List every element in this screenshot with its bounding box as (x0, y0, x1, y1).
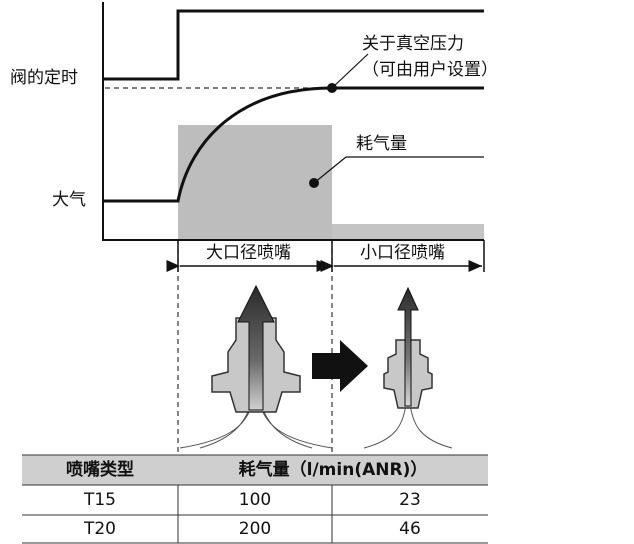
large-nozzle-illustration (179, 284, 333, 449)
vacuum-pressure-label: 关于真空压力 (362, 34, 464, 54)
consumption-area-small (332, 224, 484, 239)
table-row-1-large: 100 (238, 490, 272, 510)
table-row-2-small: 46 (399, 519, 421, 539)
air-consumption-leader (313, 156, 347, 184)
table-header-air-consumption: 耗气量（l/min(ANR)） (238, 460, 428, 480)
large-nozzle-label: 大口径喷嘴 (204, 243, 293, 263)
table-row-2-type: T20 (83, 519, 117, 539)
transition-arrow (312, 340, 368, 392)
table-row-1-small: 23 (399, 490, 421, 510)
small-nozzle-label: 小口径喷嘴 (358, 243, 447, 263)
small-nozzle-arrow (397, 286, 419, 407)
air-consumption-label: 耗气量 (356, 134, 407, 154)
table-row-1-type: T15 (83, 490, 117, 510)
table-row-2-large: 200 (238, 519, 272, 539)
table-header-nozzle-type: 喷嘴类型 (66, 460, 134, 480)
consumption-area-large (178, 125, 332, 239)
atmosphere-label: 大气 (52, 190, 86, 210)
vacuum-pressure-note: （可由用户设置） (362, 60, 498, 80)
large-nozzle-arrow (237, 284, 275, 411)
vacuum-leader-line (331, 53, 369, 89)
small-nozzle-flow-lines (363, 401, 453, 449)
valve-timing-signal (103, 9, 484, 81)
small-nozzle-illustration (363, 286, 453, 449)
large-nozzle-flow-lines (179, 394, 333, 449)
vacuum-pressure-curve (103, 86, 484, 203)
table-header-background (22, 455, 488, 485)
valve-timing-label: 阀的定时 (10, 68, 78, 88)
